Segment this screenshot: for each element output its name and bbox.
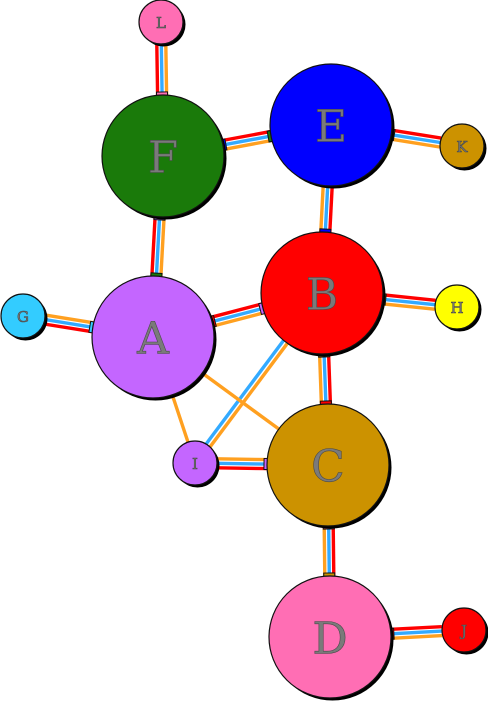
node-circle (266, 403, 390, 527)
node-circle (269, 63, 393, 187)
edge-strand (216, 461, 268, 466)
edge-strand (319, 185, 325, 232)
edge-strand (223, 138, 273, 152)
edge-strand (159, 217, 166, 277)
node-circle (172, 440, 218, 486)
node-l[interactable]: L (138, 0, 186, 47)
edge-strand (382, 293, 436, 302)
edge-strand (390, 133, 441, 145)
edge-strand (221, 129, 271, 143)
edge-strand (382, 302, 435, 311)
edge-strand (390, 137, 440, 149)
edge-strand (216, 466, 267, 471)
node-h[interactable]: H (434, 284, 482, 332)
edge-a-i (170, 394, 190, 443)
edge-strand (164, 43, 169, 95)
edge-strand (45, 313, 94, 325)
node-a[interactable]: A (91, 275, 217, 401)
node-i[interactable]: I (172, 440, 220, 488)
node-e[interactable]: E (269, 63, 395, 189)
node-b[interactable]: B (260, 231, 386, 357)
node-circle (91, 275, 215, 399)
edge-strand (217, 457, 268, 462)
edge-strand (155, 44, 160, 96)
edge-a-c (201, 371, 280, 431)
edge-strand (327, 525, 331, 577)
edge-strand (210, 302, 263, 319)
node-circle (439, 123, 485, 169)
edge-strand (322, 353, 328, 405)
node-circle (0, 293, 46, 339)
edge-strand (43, 322, 93, 334)
node-j[interactable]: J (441, 607, 488, 655)
edge-strand (222, 134, 272, 147)
node-k[interactable]: K (439, 123, 487, 171)
edge-strand (317, 354, 324, 405)
edge-strand (211, 306, 264, 324)
node-circle (260, 231, 384, 355)
edge-strand (212, 311, 265, 328)
node-circle (101, 94, 225, 218)
edge-strand (390, 625, 442, 631)
node-circle (434, 284, 480, 330)
edge-strand (391, 128, 442, 140)
edge-strand (201, 371, 280, 431)
edge-strand (150, 216, 157, 276)
edge-strand (331, 525, 336, 577)
node-c[interactable]: C (266, 403, 392, 529)
node-circle (268, 575, 392, 699)
edge-strand (154, 216, 162, 277)
node-circle (441, 607, 487, 653)
edge-strand (44, 317, 94, 329)
node-f[interactable]: F (101, 94, 227, 220)
edge-strand (328, 186, 334, 233)
node-d[interactable]: D (268, 575, 394, 701)
edge-strand (390, 629, 443, 636)
edge-strand (159, 43, 164, 96)
edge-strand (326, 353, 333, 404)
node-circle (138, 0, 184, 45)
edge-strand (391, 633, 443, 640)
edge-strand (382, 297, 436, 307)
edge-strand (204, 339, 285, 445)
edge-strand (323, 185, 330, 233)
edge-strand (170, 394, 190, 443)
node-g[interactable]: G (0, 293, 48, 341)
edge-strand (208, 342, 289, 448)
edge-strand (322, 525, 327, 577)
edge-b-i (204, 339, 289, 448)
